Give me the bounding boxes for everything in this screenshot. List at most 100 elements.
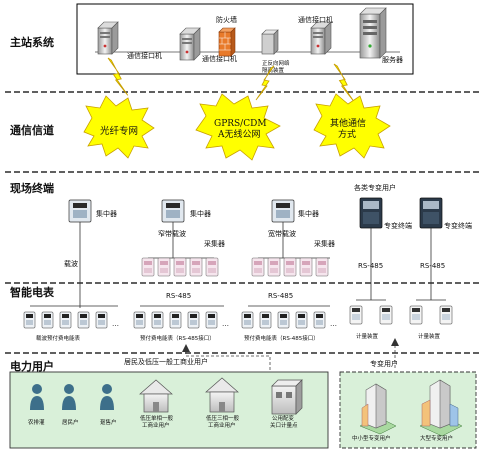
meter-icon	[313, 311, 326, 329]
meter-icon	[409, 305, 423, 325]
row-title-channel: 通信信道	[10, 123, 54, 137]
retail-label: 趸售户	[100, 418, 117, 426]
comm-machine-2-label: 通信接口机	[202, 54, 237, 63]
prepay-rs485-1-label: 预付费电能表（RS-485接口）	[140, 334, 215, 342]
arrow-up-icon	[391, 338, 399, 346]
user-connectors	[185, 340, 396, 372]
meter-icon	[169, 311, 182, 329]
isolation-device-label-line2: 隔离装置	[262, 66, 285, 74]
comm-machine-3-label: 通信接口机	[298, 15, 333, 24]
gprs-label-line2: A无线公网	[217, 128, 261, 140]
comm-machine-2-icon	[179, 27, 201, 61]
rs485-label-2: RS-485	[268, 292, 293, 300]
gprs-burst	[195, 93, 281, 161]
row-separators	[5, 91, 480, 354]
collector-icon	[283, 257, 297, 277]
master-station: 通信接口机 通信接口机 防火墙 正反向网络 隔离装置 通信接口机	[76, 3, 414, 75]
ellipsis-1: …	[112, 320, 119, 328]
channels: 光纤专网 GPRS/CDM A无线公网 其他通信 方式	[83, 57, 391, 161]
collector-icon	[267, 257, 281, 277]
meter-icon	[151, 311, 164, 329]
gprs-label-line1: GPRS/CDM	[214, 119, 267, 129]
lv-three-label-line2: 工商业用户	[208, 421, 236, 429]
meter-icon	[23, 311, 36, 329]
lightning-icon	[333, 63, 355, 102]
meter-icon	[187, 311, 200, 329]
meter-icon	[277, 311, 290, 329]
collector-icon	[251, 257, 265, 277]
isolation-device-label: 正反向网络 隔离装置	[262, 59, 291, 74]
metering-2-label: 计量装置	[418, 332, 441, 340]
rs485-label-1: RS-485	[166, 292, 191, 300]
carrier-label: 载波	[64, 259, 78, 268]
lv-three-label: 低压三相一般 工商业用户	[206, 414, 241, 429]
meter-icon	[241, 311, 254, 329]
special-terminal-1-label: 专变终端	[384, 221, 412, 230]
small-special-label: 中小型专变用户	[352, 434, 391, 442]
building-icon	[271, 379, 303, 415]
collector-icon	[173, 257, 187, 277]
comm-machine-1-icon	[97, 21, 119, 55]
meter-icon	[95, 311, 108, 329]
other-label-line2: 方式	[338, 128, 356, 140]
public-label-line1: 公用配变	[272, 414, 295, 422]
carrier-prepay-label: 载波预付费电能表	[36, 334, 81, 342]
ellipsis-2: …	[222, 320, 229, 328]
person-icon	[30, 384, 44, 410]
field-terminals: 集中器 载波 集中器 窄带载波 采集器 RS-485 集中器 宽带载波 采集器 …	[64, 183, 472, 308]
building-icon	[359, 383, 397, 435]
ellipsis-3: …	[330, 320, 337, 328]
concentrator-1-label: 集中器	[96, 209, 117, 218]
concentrator-2-label: 集中器	[190, 209, 211, 218]
concentrator-3-label: 集中器	[298, 209, 319, 218]
public-label-line2: 关口计量点	[270, 421, 298, 429]
row-title-meter: 智能电表	[10, 285, 55, 299]
meter-icon	[133, 311, 146, 329]
collector-icon	[189, 257, 203, 277]
collector-icon	[205, 257, 219, 277]
other-label: 其他通信 方式	[330, 117, 369, 140]
rural-label: 农排灌	[28, 418, 45, 426]
firewall-label: 防火墙	[216, 15, 237, 24]
meter-icon	[439, 305, 453, 325]
lightning-icon	[107, 57, 129, 96]
gprs-label: GPRS/CDM A无线公网	[214, 119, 269, 140]
server-icon	[359, 7, 387, 59]
meter-icon	[59, 311, 72, 329]
lightning-icon	[255, 65, 275, 101]
person-icon	[62, 384, 76, 410]
other-burst	[313, 93, 391, 159]
large-special-label: 大型专变用户	[420, 434, 453, 442]
meter-icon	[379, 305, 393, 325]
lv-single-label: 低压单相一般 工商业用户	[140, 414, 175, 429]
residential-panel: 居民及低压一般工商业用户 农排灌 居民户 趸售户 低压单相一般 工商业用户	[9, 357, 329, 449]
rs485-label-4: RS-485	[420, 262, 445, 270]
concentrator-icon	[271, 199, 295, 223]
meter-icon	[205, 311, 218, 329]
house-icon	[205, 377, 239, 413]
special-terminal-icon	[419, 197, 443, 229]
house-icon	[139, 379, 173, 413]
concentrator-icon	[68, 199, 92, 223]
special-users-label: 各类专变用户	[354, 183, 396, 192]
metering-1-label: 计量装置	[356, 332, 379, 340]
meter-icon	[349, 305, 363, 325]
arrow-up-icon	[182, 344, 190, 352]
concentrator-icon	[161, 199, 185, 223]
collector-icon	[141, 257, 155, 277]
lv-single-label-line1: 低压单相一般	[140, 414, 174, 422]
lv-single-label-line2: 工商业用户	[142, 421, 170, 429]
special-user-panel: 专变用户 中小型专变用户 大型专变用户	[339, 359, 477, 449]
special-group-label: 专变用户	[370, 359, 398, 368]
meter-icon	[295, 311, 308, 329]
server-label: 服务器	[382, 55, 403, 64]
meter-icon	[41, 311, 54, 329]
special-terminal-icon	[359, 197, 383, 229]
collector-2-label: 采集器	[314, 239, 335, 248]
isolation-device-icon	[261, 29, 279, 55]
narrowband-label: 窄带载波	[158, 229, 186, 238]
meter-icon	[77, 311, 90, 329]
fiber-label: 光纤专网	[100, 125, 138, 137]
collector-icon	[315, 257, 329, 277]
